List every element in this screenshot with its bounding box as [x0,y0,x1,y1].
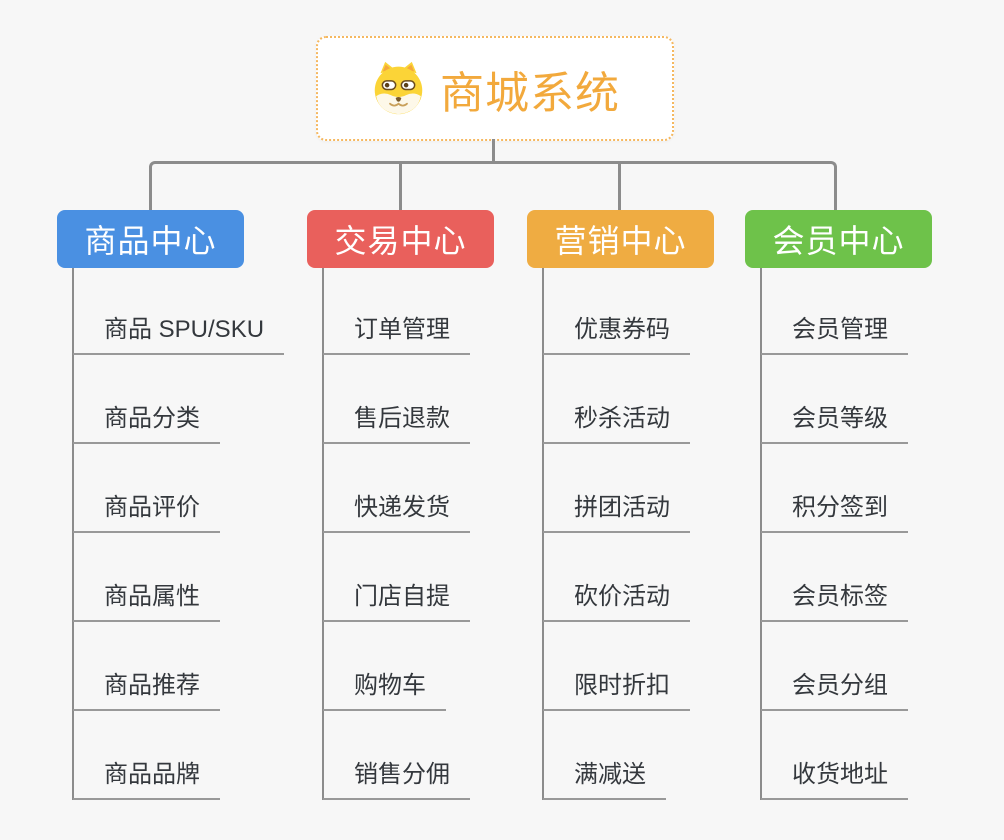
branch-node[interactable]: 营销中心 [527,210,714,268]
leaf-node[interactable]: 砍价活动 [543,582,690,622]
branch-spine-line [542,268,544,800]
leaf-node[interactable]: 销售分佣 [323,760,470,800]
leaf-node[interactable]: 积分签到 [761,493,908,533]
connector-drop-branch-3 [618,161,621,210]
leaf-node[interactable]: 商品推荐 [73,671,220,711]
leaf-node[interactable]: 商品评价 [73,493,220,533]
branch-column-3: 营销中心优惠券码秒杀活动拼团活动砍价活动限时折扣满减送 [527,210,777,820]
leaf-node[interactable]: 秒杀活动 [543,404,690,444]
leaf-node[interactable]: 售后退款 [323,404,470,444]
branch-node[interactable]: 商品中心 [57,210,244,268]
root-title: 商城系统 [440,68,620,118]
leaf-node[interactable]: 商品 SPU/SKU [73,315,285,355]
leaf-node[interactable]: 收货地址 [761,760,908,800]
leaf-node[interactable]: 门店自提 [323,582,470,622]
branch-column-2: 交易中心订单管理售后退款快递发货门店自提购物车销售分佣 [307,210,557,820]
connector-drop-branch-2 [399,161,402,210]
branch-column-4: 会员中心会员管理会员等级积分签到会员标签会员分组收货地址 [745,210,995,820]
leaf-node[interactable]: 满减送 [543,760,666,800]
leaf-node[interactable]: 拼团活动 [543,493,690,533]
leaf-node[interactable]: 快递发货 [323,493,470,533]
connector-root-stem [492,139,495,162]
branch-node[interactable]: 会员中心 [745,210,932,268]
root-node[interactable]: 商城系统 [316,36,674,141]
branch-column-1: 商品中心商品 SPU/SKU 商品分类商品评价商品属性商品推荐商品品牌 [57,210,307,820]
leaf-node[interactable]: 会员管理 [761,315,908,355]
leaf-node[interactable]: 商品品牌 [73,760,220,800]
leaf-node[interactable]: 会员标签 [761,582,908,622]
leaf-node[interactable]: 商品属性 [73,582,220,622]
branch-spine-line [760,268,762,800]
leaf-node[interactable]: 商品分类 [73,404,220,444]
leaf-node[interactable]: 限时折扣 [543,671,690,711]
branch-node[interactable]: 交易中心 [307,210,494,268]
leaf-node[interactable]: 优惠券码 [543,315,690,355]
leaf-node[interactable]: 会员等级 [761,404,908,444]
leaf-node[interactable]: 订单管理 [323,315,470,355]
leaf-node[interactable]: 会员分组 [761,671,908,711]
leaf-node[interactable]: 购物车 [323,671,446,711]
connector-horizontal-bar [149,161,837,210]
branch-spine-line [322,268,324,800]
branch-spine-line [72,268,74,800]
dog-face-icon [370,60,427,117]
